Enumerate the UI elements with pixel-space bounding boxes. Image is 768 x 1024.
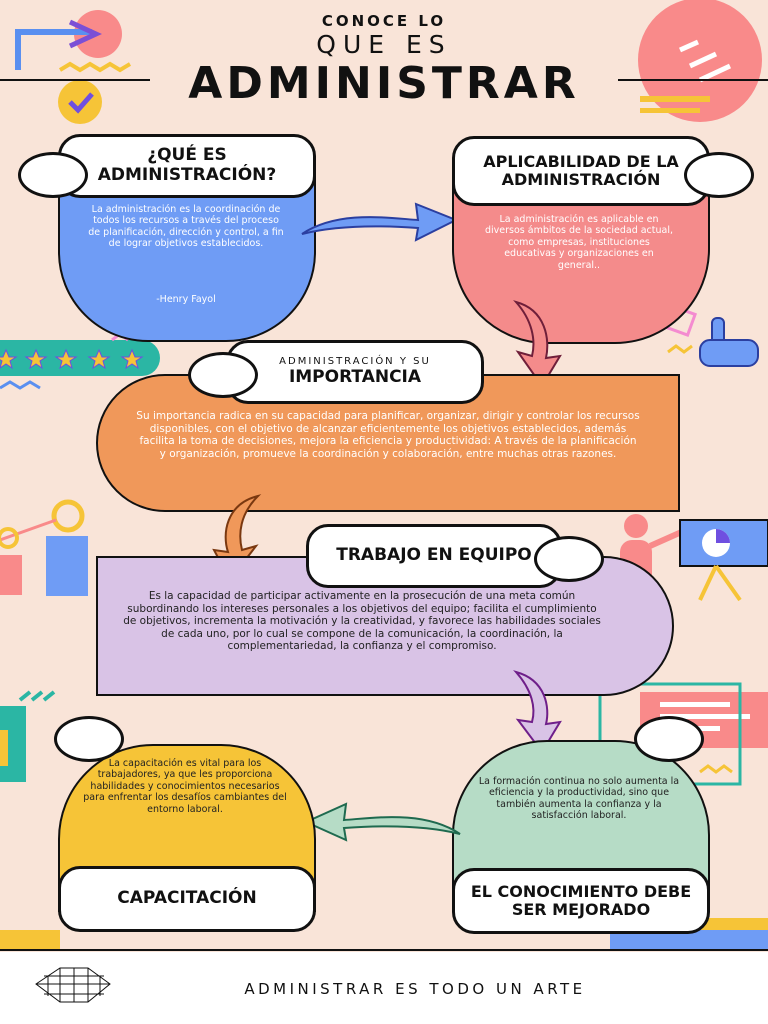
deco-yellow-circle — [58, 80, 102, 124]
que-es-card — [58, 170, 316, 342]
star-icons — [0, 348, 144, 370]
deco-zigzag-yellow-2 — [667, 344, 693, 354]
deco-chat-lines — [660, 702, 730, 707]
header-line-2: QUE ES — [316, 30, 452, 59]
deco-bar-2 — [46, 536, 88, 596]
aplicabilidad-title: APLICABILIDAD DE LA ADMINISTRACIÓN — [452, 136, 710, 206]
deco-bottom-yellow-left — [0, 930, 60, 950]
footer-text: ADMINISTRAR ES TODO UN ARTE — [244, 980, 586, 998]
aplicabilidad-circle — [684, 152, 754, 198]
footer — [0, 952, 768, 1024]
que-es-title: ¿QUÉ ES ADMINISTRACIÓN? — [58, 134, 316, 198]
trabajo-body: Es la capacidad de participar activament… — [123, 590, 601, 653]
capacitacion-circle — [54, 716, 124, 762]
arrow-right-icon — [301, 202, 459, 242]
trabajo-title: TRABAJO EN EQUIPO — [306, 524, 562, 588]
deco-zigzag-yellow — [58, 61, 132, 73]
importancia-body: Su importancia radica en su capacidad pa… — [136, 410, 640, 460]
que-es-circle — [18, 152, 88, 198]
deco-zigzag-yellow-3 — [699, 764, 733, 774]
trabajo-circle — [534, 536, 604, 582]
deco-dashes — [678, 39, 732, 83]
deco-yellow-bar-2 — [640, 108, 700, 113]
deco-ring-2 — [0, 527, 19, 549]
logo-icon — [35, 967, 111, 1003]
capacitacion-body: La capacitación es vital para los trabaj… — [83, 758, 287, 815]
deco-slashes — [18, 690, 56, 702]
importancia-title: IMPORTANCIA — [288, 366, 422, 387]
page-title: ADMINISTRAR — [188, 58, 580, 109]
deco-ring — [51, 499, 85, 533]
conocimiento-title: EL CONOCIMIENTO DEBE SER MEJORADO — [452, 868, 710, 934]
importancia-subtitle: ADMINISTRACIÓN Y SU — [279, 356, 431, 368]
arrow-down-icon — [513, 300, 562, 388]
deco-yellow-rect — [0, 730, 8, 766]
importancia-title-box: ADMINISTRACIÓN Y SU IMPORTANCIA — [226, 340, 484, 404]
presentation-board-icon — [679, 519, 768, 602]
capacitacion-title: CAPACITACIÓN — [58, 866, 316, 932]
arrow-down-icon-2 — [513, 670, 562, 754]
que-es-author: -Henry Fayol — [156, 294, 216, 305]
check-icon — [68, 92, 94, 114]
hand-pointer-icon — [699, 317, 759, 367]
deco-bar-1 — [0, 555, 22, 595]
que-es-body: La administración es la coordinación de … — [88, 204, 284, 250]
deco-zigzag-blue — [0, 380, 41, 390]
deco-yellow-bar — [640, 96, 710, 102]
deco-trend-line — [0, 518, 57, 542]
conocimiento-body: La formación continua no solo aumenta la… — [478, 776, 680, 822]
arrow-left-icon — [303, 802, 461, 842]
deco-arrow-icon — [68, 19, 102, 49]
aplicabilidad-body: La administración es aplicable en divers… — [484, 214, 674, 271]
header-line-1: CONOCE LO — [321, 12, 447, 30]
importancia-circle — [188, 352, 258, 398]
deco-bottom-blue — [610, 930, 768, 950]
conocimiento-circle — [634, 716, 704, 762]
deco-blue-bracket — [15, 29, 92, 70]
